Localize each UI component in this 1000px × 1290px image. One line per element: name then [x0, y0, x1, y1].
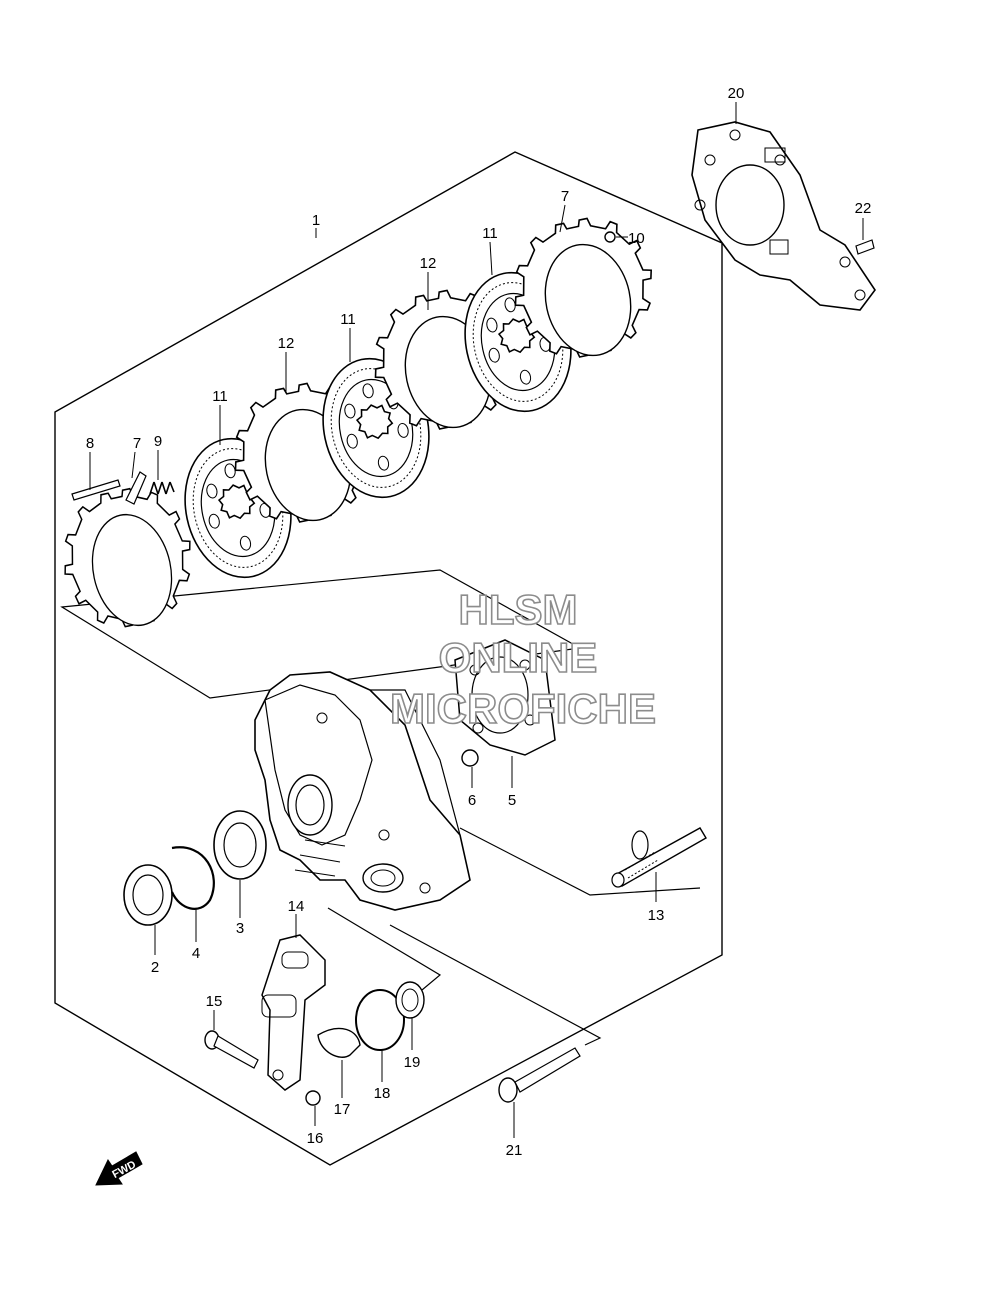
- callout-4: 4: [192, 945, 200, 962]
- callout-1: 1: [312, 212, 320, 229]
- leader-lines: [89, 102, 864, 1138]
- dowel-22: [855, 239, 875, 255]
- circlip-4: [170, 846, 215, 910]
- callout-labels: 1 2 3 4 5 6 7 7 8 9 10 11 11 11 12 12 13…: [86, 85, 872, 1159]
- callout-2: 2: [151, 959, 159, 976]
- nut-16: [305, 1090, 321, 1106]
- watermark: HLSM ONLINE MICROFICHE: [389, 585, 657, 733]
- pin-8: [71, 479, 121, 501]
- clutch-pack-outline: [60, 569, 582, 699]
- callout-22: 22: [855, 200, 872, 217]
- callout-3: 3: [236, 920, 244, 937]
- callout-15: 15: [206, 993, 223, 1010]
- plate-5: [454, 639, 556, 756]
- gear-case: [254, 671, 471, 911]
- lock-washer-17: [317, 1027, 361, 1058]
- bearing-3: [213, 810, 267, 880]
- gasket-20: [691, 121, 876, 311]
- callout-7-front: 7: [133, 435, 141, 452]
- bolt-21: [498, 1047, 581, 1103]
- shaft-13: [611, 827, 707, 888]
- fwd-label: FWD: [110, 1159, 138, 1181]
- fwd-arrow: FWD: [95, 1151, 143, 1186]
- callout-12-a: 12: [278, 335, 295, 352]
- callout-11-a: 11: [212, 388, 228, 405]
- clip-7: [125, 471, 147, 505]
- ring-18: [355, 989, 405, 1051]
- bracket-14: [261, 934, 326, 1091]
- callout-20: 20: [728, 85, 745, 102]
- assembly-outline: [54, 151, 723, 1166]
- callout-12-b: 12: [420, 255, 437, 272]
- callout-13: 13: [648, 907, 665, 924]
- callout-8: 8: [86, 435, 94, 452]
- callout-19: 19: [404, 1054, 421, 1071]
- seal-19: [395, 981, 425, 1019]
- callout-5: 5: [508, 792, 516, 809]
- callout-11-c: 11: [482, 225, 498, 242]
- callout-16: 16: [307, 1130, 324, 1147]
- ball-6: [461, 749, 479, 767]
- callout-11-b: 11: [340, 311, 356, 328]
- watermark-line1: HLSM: [459, 586, 578, 633]
- bolt-15: [204, 1030, 259, 1069]
- callout-17: 17: [334, 1101, 351, 1118]
- callout-6: 6: [468, 792, 476, 809]
- watermark-line2: ONLINE: [439, 634, 598, 681]
- callout-21: 21: [506, 1142, 523, 1159]
- callout-9: 9: [154, 433, 162, 450]
- callout-14: 14: [288, 898, 305, 915]
- nut-10: [604, 231, 616, 243]
- seal-2: [123, 864, 173, 926]
- watermark-line3: MICROFICHE: [390, 685, 656, 732]
- callout-18: 18: [374, 1085, 391, 1102]
- callout-7-rear: 7: [561, 188, 569, 205]
- spring-9: [149, 481, 175, 495]
- callout-10: 10: [628, 230, 645, 247]
